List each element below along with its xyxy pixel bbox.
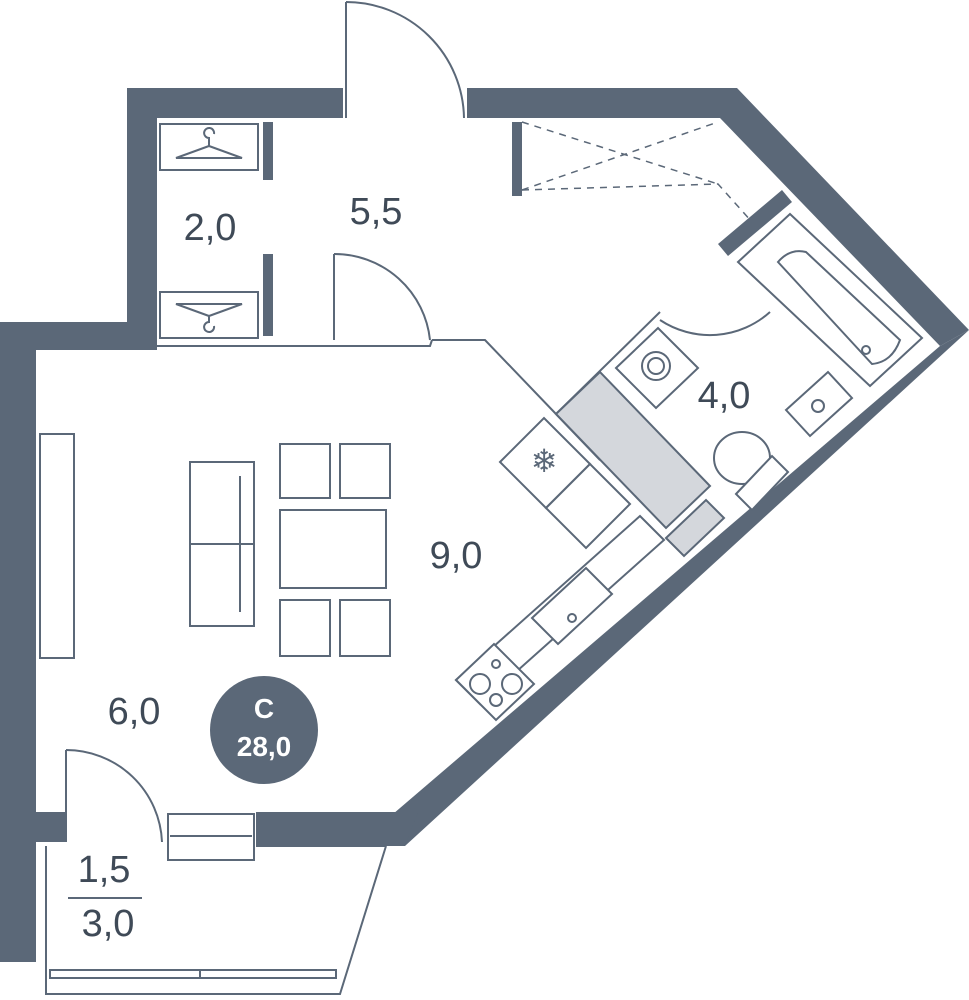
tv-console — [39, 433, 75, 659]
wardrobe — [159, 123, 259, 339]
stove-icon — [454, 642, 536, 722]
storage-niche — [521, 121, 753, 223]
area-living: 6,0 — [108, 691, 161, 733]
kitchen-fixtures: ❄ — [454, 416, 666, 722]
badge-total: 28,0 — [237, 731, 292, 762]
area-kitchen: 9,0 — [430, 535, 483, 577]
bathtub-icon — [736, 212, 924, 388]
area-balcony-top: 1,5 — [78, 849, 131, 891]
sofa-icon — [189, 461, 255, 627]
sink-icon — [530, 566, 614, 646]
area-balcony-bottom: 3,0 — [82, 903, 135, 945]
fridge-snowflake-icon: ❄ — [498, 416, 632, 550]
svg-text:❄: ❄ — [531, 442, 558, 480]
badge-type: С — [254, 693, 274, 724]
living-furniture — [39, 433, 391, 659]
washing-machine-icon — [614, 326, 700, 410]
area-wardrobe: 2,0 — [184, 207, 237, 249]
hanger-icon — [175, 127, 243, 159]
apartment-badge: С 28,0 — [210, 676, 318, 784]
bathroom-fixtures — [554, 212, 924, 558]
sink-icon — [784, 370, 854, 438]
hanger-icon — [175, 303, 243, 333]
area-hall: 5,5 — [350, 191, 403, 233]
toilet-icon — [713, 431, 790, 512]
table-icon — [279, 509, 387, 589]
walls — [0, 88, 969, 962]
armchair-icon — [279, 443, 391, 657]
door-swing-icon — [65, 1, 771, 843]
balcony — [45, 813, 387, 995]
area-labels: 2,0 5,5 4,0 9,0 6,0 1,5 3,0 — [68, 191, 750, 945]
area-bathroom: 4,0 — [698, 375, 751, 417]
